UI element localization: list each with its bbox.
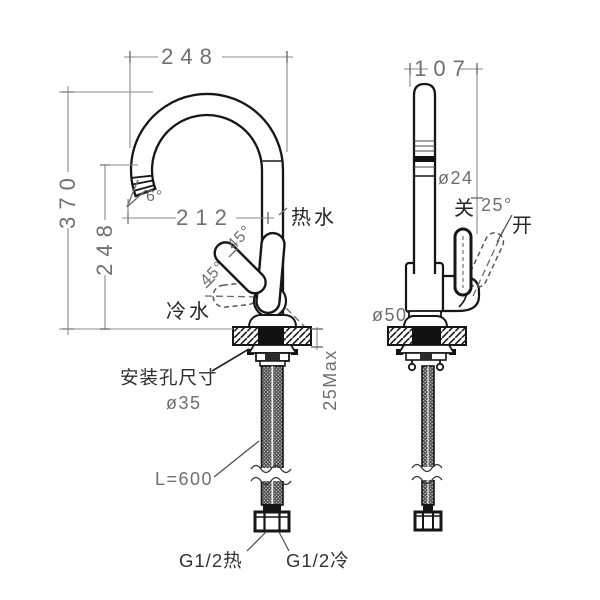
- base-collar: [247, 314, 298, 328]
- dimension-tip-angle: 6°: [126, 179, 163, 208]
- dimension-deck-thickness: 25Max: [311, 327, 340, 411]
- label-cold-connector: G1/2冷: [286, 550, 350, 571]
- label-mounting-hole: 安装孔尺寸: [120, 367, 218, 388]
- dim-reach: 212: [176, 205, 234, 230]
- mounting-hardware: [247, 344, 298, 367]
- dim-tip-angle: 6°: [146, 188, 163, 205]
- handle-lever-open-dashed: [467, 232, 505, 288]
- dim-top-width: 248: [161, 44, 219, 69]
- dim-open-angle: 25°: [481, 195, 513, 215]
- dim-spout-tube-diameter: ø24: [438, 168, 474, 188]
- handle-diagonal-centerline: [223, 245, 313, 335]
- break-symbol: [250, 464, 292, 474]
- break-symbol: [250, 476, 292, 486]
- dim-hole-diameter: ø35: [166, 393, 202, 413]
- mounting-hole-leader: [211, 348, 250, 372]
- handle-horizontal-centerline: [204, 295, 264, 298]
- mounting-hardware-front: [396, 344, 456, 372]
- dimension-top-width: 248: [124, 44, 293, 152]
- aerator-ring: [414, 156, 435, 162]
- supply-hoses: [250, 365, 292, 533]
- handle-lever-45: [213, 241, 267, 295]
- dim-front-width: 107: [414, 56, 472, 81]
- supply-hose-front: [411, 365, 443, 532]
- hex-nut-front: [413, 510, 443, 532]
- open-close-annotation: 关 25° 开: [454, 195, 535, 243]
- label-cold-water: 冷水: [166, 300, 212, 323]
- label-handle-close: 关: [454, 197, 477, 220]
- angle-tick-2: [205, 278, 216, 289]
- dim-hose-length: L=600: [155, 469, 213, 489]
- hot-connector-leader: [246, 531, 267, 552]
- cold-connector-leader: [278, 531, 290, 552]
- label-handle-open: 开: [512, 215, 535, 237]
- front-view: 107 ø24 关 25° 开 ø50: [372, 56, 535, 532]
- open-lever-centerline: [472, 228, 505, 297]
- aerator-bands-front: [414, 140, 435, 168]
- label-hot-water: 热水: [291, 206, 337, 229]
- faucet-shank: [258, 327, 284, 345]
- break-symbol: [411, 463, 443, 473]
- faucet-shank-front: [412, 327, 441, 345]
- hose-length-leader: [213, 440, 260, 478]
- dimension-front-width: 107: [404, 56, 483, 234]
- handle-lever-closed: [453, 227, 473, 297]
- dimension-total-height: 370: [55, 86, 233, 335]
- dimension-spout-height: 248: [92, 164, 138, 330]
- base-collar-front: [402, 315, 449, 328]
- spout-tube-front: [412, 82, 437, 274]
- angle-tick-1: [228, 247, 239, 258]
- handle-lever-dashed-position: [212, 281, 259, 308]
- dim-total-height: 370: [55, 171, 80, 229]
- hex-nut: [253, 510, 291, 533]
- dim-base-diameter: ø50: [372, 305, 408, 325]
- label-hot-connector: G1/2热: [179, 550, 243, 571]
- dim-deck-max: 25Max: [320, 349, 340, 411]
- side-view: 248 370 248 212: [55, 44, 350, 571]
- dim-spout-height: 248: [92, 218, 117, 276]
- break-symbol: [411, 475, 443, 485]
- dimension-reach: 212: [122, 199, 288, 230]
